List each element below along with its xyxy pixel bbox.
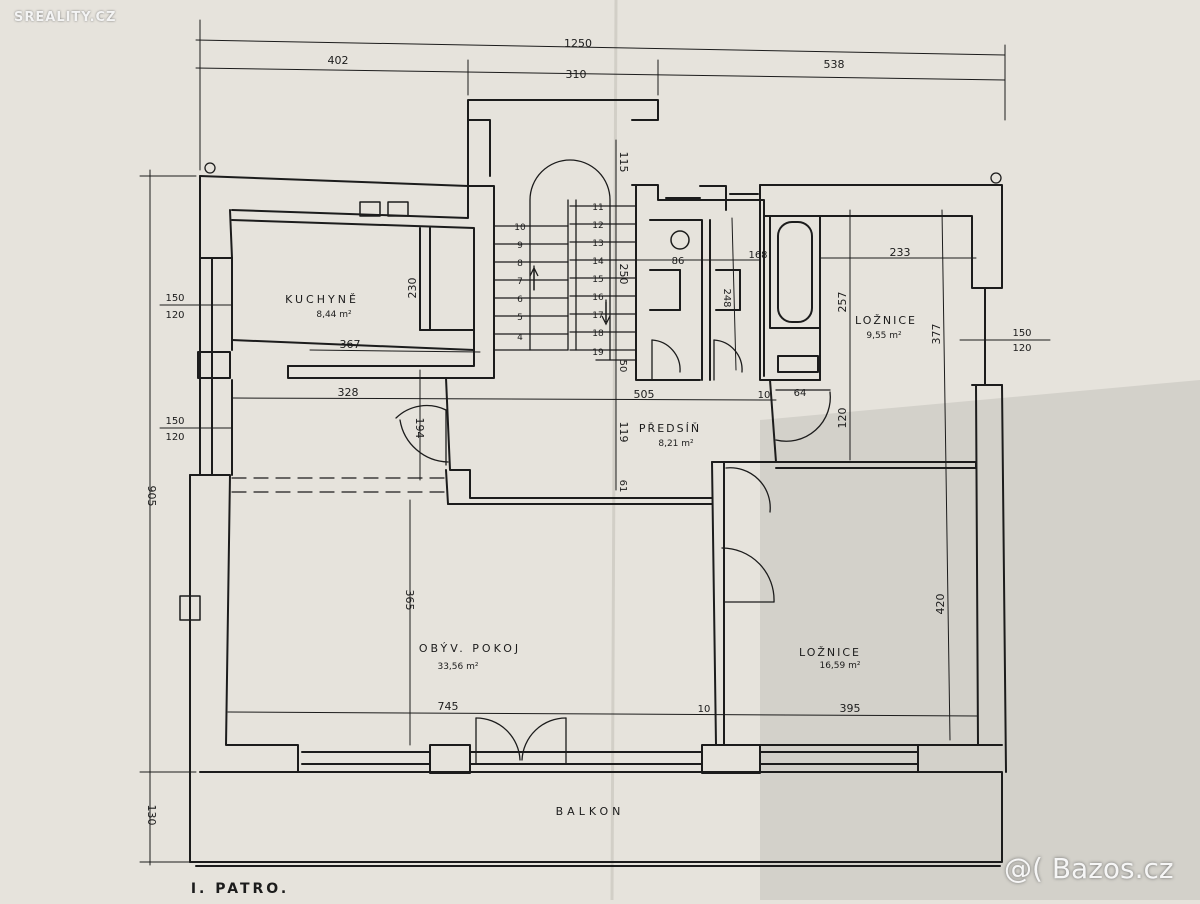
stair-step-18: 18 — [592, 329, 604, 339]
kitchen-area: 8,44 m² — [316, 310, 352, 320]
stair-step-5: 5 — [517, 313, 523, 323]
dim-living-width: 745 — [438, 700, 459, 713]
stair-step-6: 6 — [517, 295, 523, 305]
stair-step-10: 10 — [514, 223, 526, 233]
dim-bedroom-door: 120 — [836, 408, 849, 429]
bedroom-large-area: 16,59 m² — [819, 661, 860, 671]
stair-up-arrow-icon — [529, 266, 539, 290]
stair-down-arrow-icon — [601, 302, 611, 326]
stair-step-4: 4 — [517, 333, 523, 343]
dim-living-height: 365 — [403, 590, 416, 611]
bedroom-small-name: LOŽNICE — [855, 314, 917, 327]
dim-door-left: 194 — [413, 418, 426, 439]
stair-step-8: 8 — [517, 259, 523, 269]
dim-living-width-top: 328 — [338, 386, 359, 399]
hall-area: 8,21 m² — [658, 439, 694, 449]
stair-step-19: 19 — [592, 348, 604, 358]
floor-title: I. PATRO. — [191, 881, 289, 897]
dim-window-left-1b: 120 — [165, 310, 184, 321]
dim-hall-depth: 119 — [617, 422, 630, 443]
stair-step-13: 13 — [592, 239, 603, 249]
dim-seg-right: 538 — [824, 58, 845, 71]
dim-window-left-2b: 120 — [165, 432, 184, 443]
dim-balcony-depth: 130 — [145, 805, 158, 826]
stair-step-14: 14 — [592, 257, 604, 267]
dim-kitchen-width: 367 — [340, 338, 361, 351]
dimension-labels: 1250 402 310 538 905 130 150 120 150 120… — [145, 37, 1032, 826]
dim-bedroom-large-width: 395 — [840, 702, 861, 715]
dim-window-left-1a: 150 — [165, 293, 184, 304]
dim-bedroom-small-height-a: 257 — [836, 292, 849, 313]
dim-bath-width: 168 — [748, 250, 767, 261]
dim-bath-height: 248 — [721, 288, 732, 307]
bazos-watermark: @( Bazos.cz — [1004, 852, 1174, 885]
stair-step-9: 9 — [517, 241, 523, 251]
dim-window-left-2a: 150 — [165, 416, 184, 427]
dim-wall-10-b: 10 — [758, 390, 771, 401]
stair-step-labels: 10 9 8 7 6 5 4 11 12 13 14 15 16 17 18 1… — [514, 203, 604, 358]
stair-step-15: 15 — [592, 275, 603, 285]
dim-seg-left: 402 — [328, 54, 349, 67]
dim-wc-width: 86 — [672, 256, 685, 267]
balcony-name: BALKON — [556, 805, 625, 818]
stair-step-12: 12 — [592, 221, 603, 231]
dim-wall-10-a: 10 — [698, 704, 711, 715]
dim-seg-mid: 310 — [566, 68, 587, 81]
living-area: 33,56 m² — [437, 662, 478, 672]
room-labels: KUCHYNĚ 8,44 m² PŘEDSÍŇ 8,21 m² LOŽNICE … — [191, 293, 917, 897]
stair-step-7: 7 — [517, 277, 523, 287]
stair-step-11: 11 — [592, 203, 603, 213]
dim-kitchen-height: 230 — [406, 278, 419, 299]
bedroom-large-name: LOŽNICE — [799, 646, 861, 659]
dim-total-width: 1250 — [564, 37, 592, 50]
dim-window-right-b: 120 — [1012, 343, 1031, 354]
dim-bedroom-large-height: 420 — [934, 594, 947, 615]
dim-bedroom-small-height-b: 377 — [930, 324, 943, 345]
dim-stair-mid: 250 — [617, 264, 630, 285]
dim-width-64: 64 — [794, 388, 807, 399]
bedroom-small-area: 9,55 m² — [866, 331, 902, 341]
sreality-watermark: SREALITY.CZ — [14, 10, 117, 25]
dim-stair-bottom: 50 — [617, 360, 628, 373]
dim-hall-bottom: 61 — [617, 480, 628, 493]
stair-step-16: 16 — [592, 293, 604, 303]
dim-hall-width: 505 — [634, 388, 655, 401]
dim-bedroom-small-width: 233 — [890, 246, 911, 259]
dim-window-right-a: 150 — [1012, 328, 1031, 339]
dim-total-height: 905 — [145, 486, 158, 507]
hall-name: PŘEDSÍŇ — [639, 422, 701, 435]
dim-stair-top: 115 — [617, 152, 630, 173]
kitchen-name: KUCHYNĚ — [285, 293, 359, 306]
living-name: OBÝV. POKOJ — [419, 642, 521, 655]
stair-step-17: 17 — [592, 311, 603, 321]
